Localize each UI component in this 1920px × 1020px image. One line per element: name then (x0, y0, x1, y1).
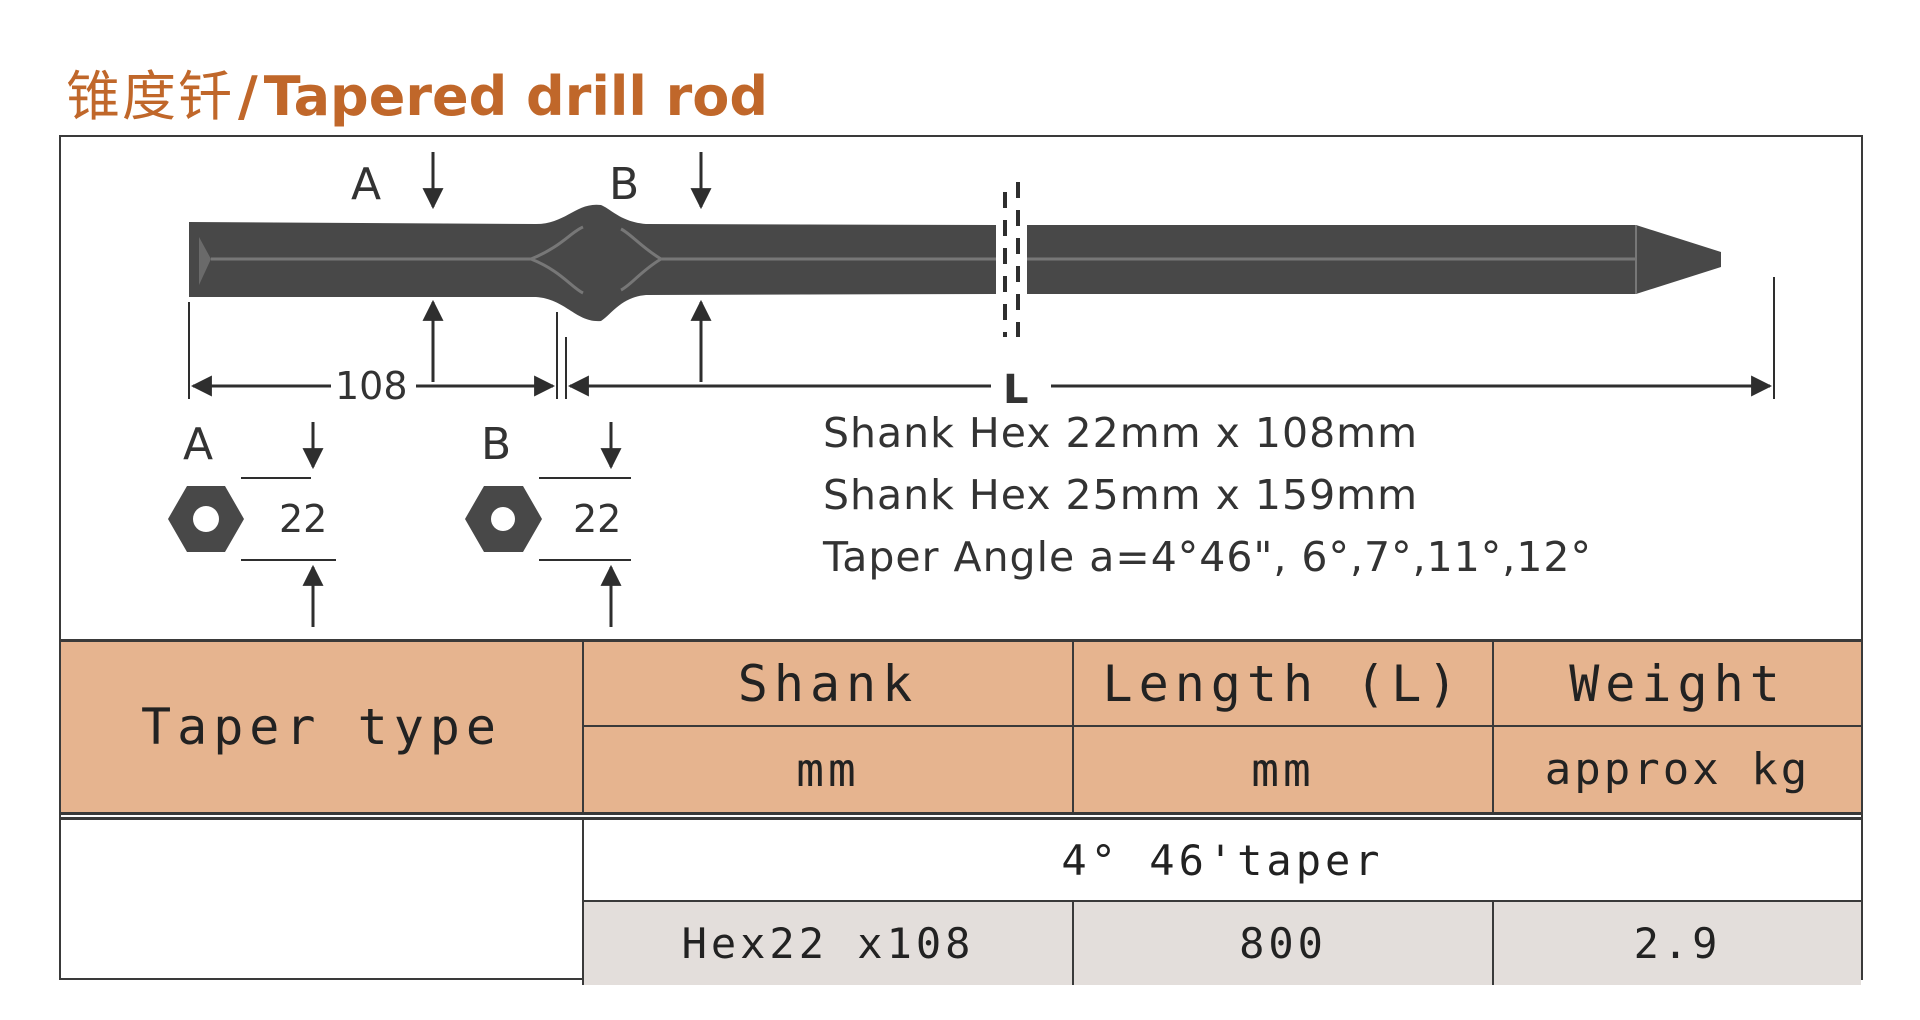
row-weight: 2.9 (1494, 902, 1861, 985)
table-body: 4° 46'taper Hex22 x108 800 2.9 (61, 817, 1861, 985)
header-weight: Weight (1494, 642, 1861, 727)
spec-line-2: Shank Hex 25mm x 159mm (823, 471, 1419, 519)
drill-rod-body (189, 182, 1721, 337)
hex-section-a: A 22 (168, 419, 336, 627)
title-chinese: 锥度钎 (66, 65, 234, 128)
header-shank-unit: mm (584, 727, 1074, 812)
section-markers: A B (351, 152, 712, 382)
header-weight-unit: approx kg (1544, 744, 1811, 795)
spec-line-3: Taper Angle a=4°46", 6°,7°,11°,12° (823, 533, 1592, 581)
spec-line-1: Shank Hex 22mm x 108mm (823, 409, 1419, 457)
page-title: 锥度钎/Tapered drill rod (66, 62, 768, 132)
dimension-l: L (1003, 367, 1029, 413)
hex-b-label: B (481, 419, 511, 470)
taper-type-cell (61, 820, 584, 985)
product-sheet: A B 108 L A 22 (59, 135, 1863, 985)
dimension-lines: 108 L (188, 277, 1775, 413)
title-english: Tapered drill rod (263, 65, 769, 128)
row-length: 800 (1074, 902, 1494, 985)
hex-b-size: 22 (573, 497, 621, 541)
drill-rod-diagram: A B 108 L A 22 (168, 152, 1775, 627)
hex-section-b: B 22 (465, 419, 631, 627)
header-length-unit: mm (1074, 727, 1494, 812)
label-b: B (609, 159, 639, 210)
title-slash: / (238, 65, 258, 128)
row-shank: Hex22 x108 (584, 902, 1074, 985)
header-length: Length (L) (1074, 642, 1494, 727)
header-taper-type: Taper type (61, 642, 584, 812)
hex-a-size: 22 (279, 497, 327, 541)
dimension-108: 108 (335, 364, 408, 408)
label-a: A (351, 159, 381, 210)
table-header: Taper type Shank mm Length (L) mm Weight… (61, 639, 1861, 815)
header-shank: Shank (584, 642, 1074, 727)
taper-group-label: 4° 46'taper (584, 820, 1861, 902)
hex-a-label: A (183, 419, 213, 470)
